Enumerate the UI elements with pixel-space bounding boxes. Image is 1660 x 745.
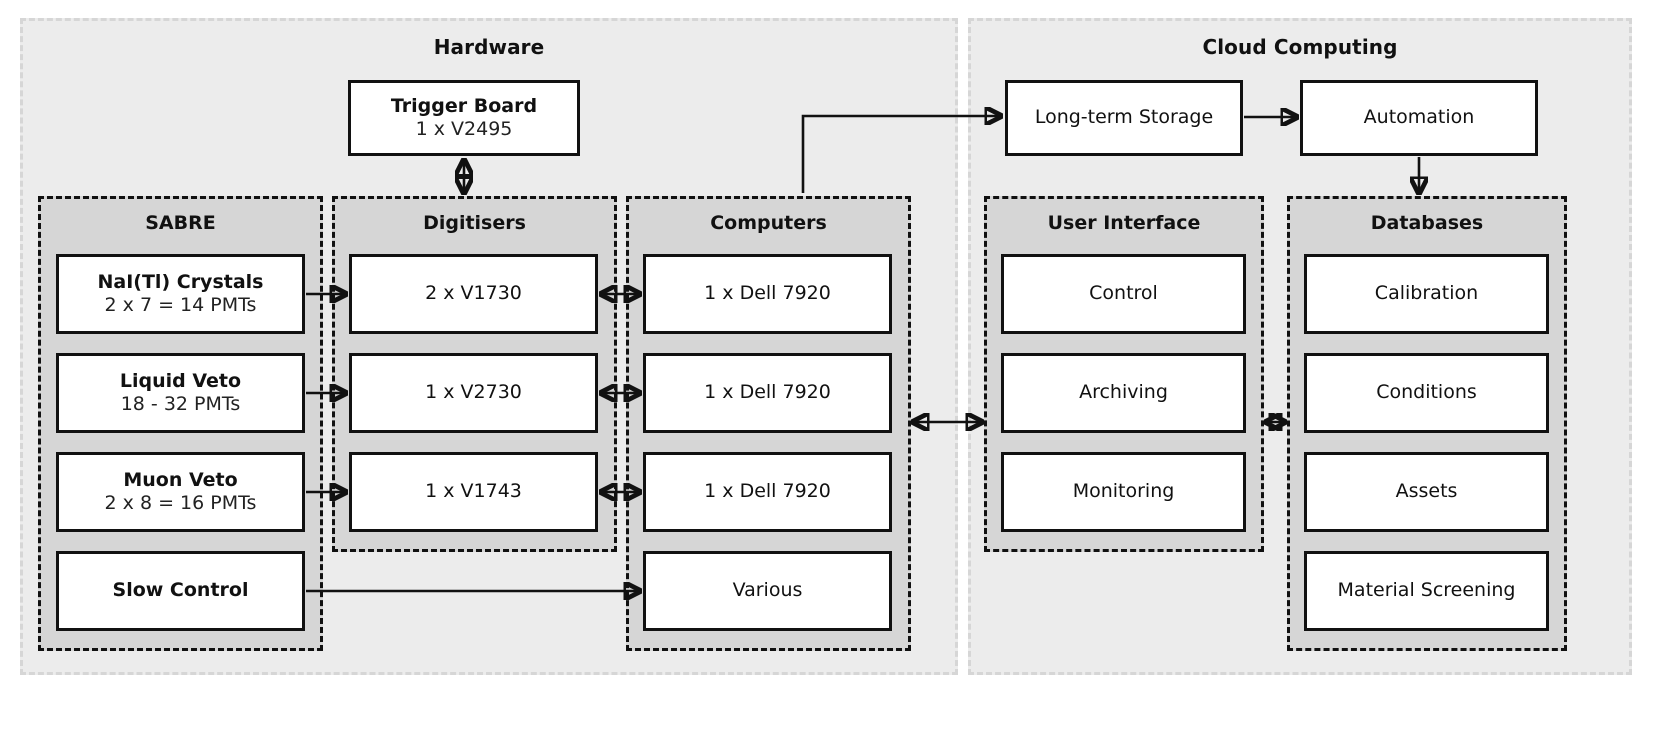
group-user-interface-title: User Interface <box>1047 212 1201 234</box>
node-computer-2[interactable]: 1 x Dell 7920 <box>643 353 892 433</box>
node-muon-veto[interactable]: Muon Veto 2 x 8 = 16 PMTs <box>56 452 305 532</box>
group-databases-title: Databases <box>1370 212 1484 234</box>
node-automation-label: Automation <box>1363 106 1475 129</box>
node-computer-various[interactable]: Various <box>643 551 892 631</box>
node-ui-monitoring-label: Monitoring <box>1072 480 1175 503</box>
node-trigger-board-line2: 1 x V2495 <box>415 118 513 140</box>
group-computers-title: Computers <box>710 212 827 234</box>
node-digitiser-v1743[interactable]: 1 x V1743 <box>349 452 598 532</box>
node-computer-various-label: Various <box>732 579 803 602</box>
node-automation[interactable]: Automation <box>1300 80 1538 156</box>
node-ui-control-label: Control <box>1089 282 1158 305</box>
node-nai-crystals-line2: 2 x 7 = 14 PMTs <box>104 294 257 316</box>
node-slow-control[interactable]: Slow Control <box>56 551 305 631</box>
panel-hardware-title: Hardware <box>433 35 545 59</box>
node-digitiser-v1730[interactable]: 2 x V1730 <box>349 254 598 334</box>
node-digitiser-v2730[interactable]: 1 x V2730 <box>349 353 598 433</box>
node-muon-veto-line1: Muon Veto <box>123 468 238 491</box>
node-digitiser-v1730-label: 2 x V1730 <box>425 282 522 305</box>
node-ui-archiving[interactable]: Archiving <box>1001 353 1246 433</box>
node-computer-1[interactable]: 1 x Dell 7920 <box>643 254 892 334</box>
node-db-calibration-label: Calibration <box>1374 282 1479 305</box>
node-digitiser-v1743-label: 1 x V1743 <box>425 480 522 503</box>
node-db-conditions[interactable]: Conditions <box>1304 353 1549 433</box>
node-liquid-veto[interactable]: Liquid Veto 18 - 32 PMTs <box>56 353 305 433</box>
node-db-assets-label: Assets <box>1395 480 1458 503</box>
node-db-material-screening-label: Material Screening <box>1337 579 1516 602</box>
node-computer-3-label: 1 x Dell 7920 <box>704 480 831 503</box>
node-muon-veto-line2: 2 x 8 = 16 PMTs <box>104 492 257 514</box>
group-sabre-title: SABRE <box>145 212 216 234</box>
node-trigger-board-line1: Trigger Board <box>390 94 538 117</box>
node-liquid-veto-line2: 18 - 32 PMTs <box>120 393 241 415</box>
node-db-calibration[interactable]: Calibration <box>1304 254 1549 334</box>
panel-cloud-computing-title: Cloud Computing <box>1202 35 1398 59</box>
node-trigger-board[interactable]: Trigger Board 1 x V2495 <box>348 80 580 156</box>
node-liquid-veto-line1: Liquid Veto <box>119 369 242 392</box>
node-long-term-storage[interactable]: Long-term Storage <box>1005 80 1243 156</box>
node-digitiser-v2730-label: 1 x V2730 <box>425 381 522 404</box>
node-long-term-storage-label: Long-term Storage <box>1034 106 1214 129</box>
node-ui-monitoring[interactable]: Monitoring <box>1001 452 1246 532</box>
node-computer-1-label: 1 x Dell 7920 <box>704 282 831 305</box>
node-slow-control-line1: Slow Control <box>112 579 249 602</box>
node-nai-crystals[interactable]: NaI(Tl) Crystals 2 x 7 = 14 PMTs <box>56 254 305 334</box>
node-db-conditions-label: Conditions <box>1376 381 1477 404</box>
group-digitisers-title: Digitisers <box>423 212 526 234</box>
node-ui-control[interactable]: Control <box>1001 254 1246 334</box>
node-db-material-screening[interactable]: Material Screening <box>1304 551 1549 631</box>
node-computer-3[interactable]: 1 x Dell 7920 <box>643 452 892 532</box>
node-nai-crystals-line1: NaI(Tl) Crystals <box>97 270 264 293</box>
node-computer-2-label: 1 x Dell 7920 <box>704 381 831 404</box>
node-ui-archiving-label: Archiving <box>1079 381 1168 404</box>
node-db-assets[interactable]: Assets <box>1304 452 1549 532</box>
